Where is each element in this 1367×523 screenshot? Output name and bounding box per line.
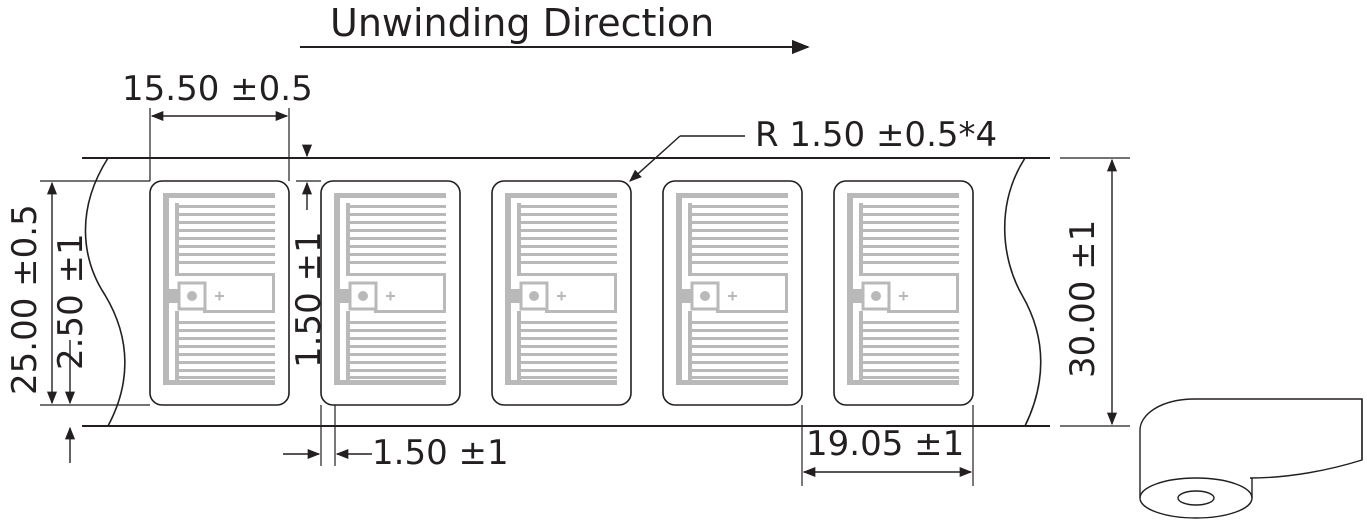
corner-radius-callout: R 1.50 ±0.5*4 [629,115,997,182]
svg-text:25.00 ±0.5: 25.00 ±0.5 [5,204,45,395]
svg-text:30.00 ±1: 30.00 ±1 [1063,220,1103,378]
horizontal-gap-dimension: 1.50 ±1 [283,405,509,473]
label-3 [491,180,632,406]
label-5 [833,180,974,406]
web-right-torn-edge [1003,157,1042,427]
label-height-dimension: 25.00 ±0.5 [5,180,150,406]
pitch-dimension: 19.05 ±1 [801,405,974,486]
vertical-gap-dimension: 1.50 ±1 [289,144,329,368]
svg-text:19.05 ±1: 19.05 ±1 [806,424,964,464]
svg-text:1.50 ±1: 1.50 ±1 [372,433,509,473]
web-width-dimension: 30.00 ±1 [1060,157,1130,427]
margin-dimension: 2.50 ±1 [51,233,91,463]
label-1 [149,180,290,406]
svg-text:1.50 ±1: 1.50 ±1 [289,231,329,368]
label-4 [662,180,803,406]
svg-text:15.50 ±0.5: 15.50 ±0.5 [122,69,313,109]
svg-text:2.50 ±1: 2.50 ±1 [51,233,91,370]
label-width-dimension: 15.50 ±0.5 [122,69,313,181]
svg-text:R 1.50 ±0.5*4: R 1.50 ±0.5*4 [755,115,997,155]
label-2 [320,180,461,406]
web-left-torn-edge [84,157,126,427]
roll-icon [1139,398,1363,519]
unwinding-direction-title: Unwinding Direction [330,1,714,45]
